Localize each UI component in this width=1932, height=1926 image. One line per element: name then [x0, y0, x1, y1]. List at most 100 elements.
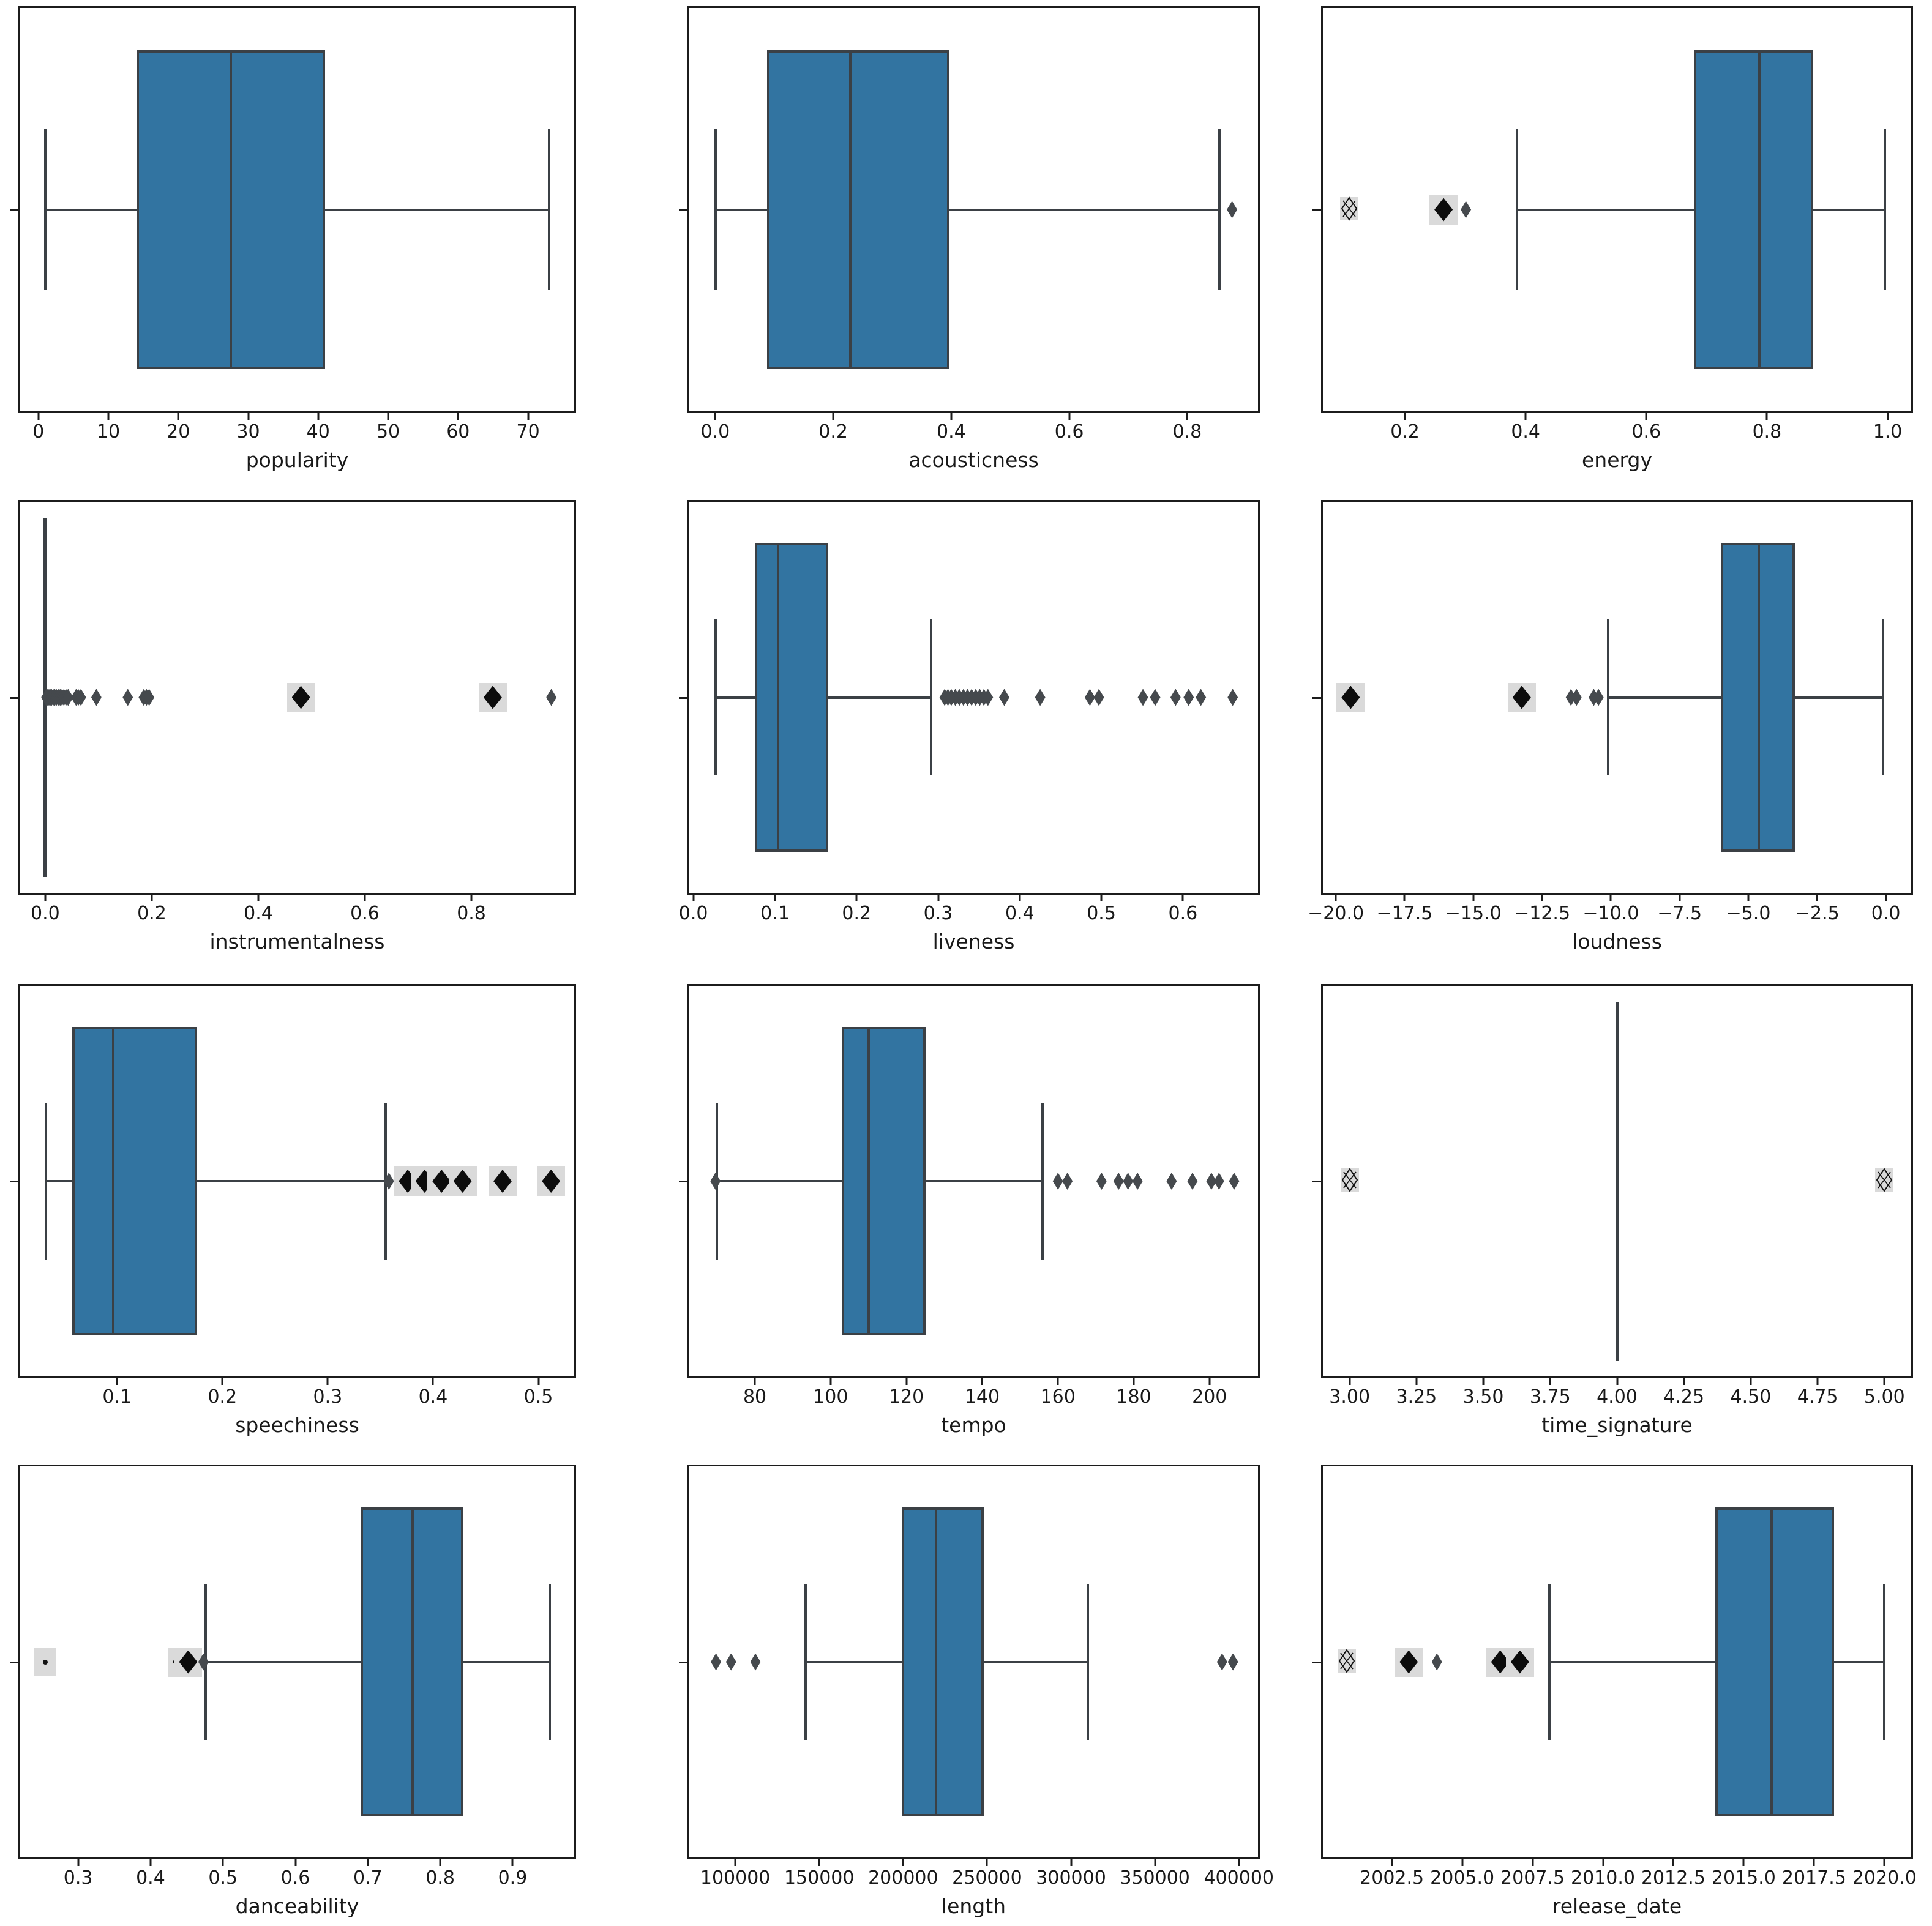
whisker-cap-high: [1883, 1583, 1886, 1741]
x-tick-label: 180: [1116, 1386, 1151, 1408]
x-tick: [829, 1376, 832, 1385]
x-tick: [1883, 1376, 1885, 1385]
whisker-line-low: [716, 208, 768, 211]
x-axis-label: danceability: [235, 1894, 359, 1918]
x-tick-label: 200: [1192, 1386, 1227, 1408]
x-tick-label: 0.6: [280, 1867, 310, 1889]
x-tick-label: 2015.0: [1711, 1867, 1776, 1889]
outlier-diamond-icon: [1227, 1653, 1238, 1671]
x-tick-label: 0.2: [842, 903, 872, 924]
x-tick: [1616, 1376, 1618, 1385]
x-tick-label: 2017.5: [1781, 1867, 1846, 1889]
x-tick-label: 2020.0: [1852, 1867, 1917, 1889]
outlier-diamond-icon: [1093, 689, 1104, 706]
x-tick: [222, 1857, 224, 1866]
x-tick-label: 20: [167, 421, 190, 442]
x-tick-label: 0.4: [418, 1386, 448, 1408]
box-iqr: [767, 50, 949, 369]
y-tick: [679, 696, 687, 699]
x-tick-label: 0.6: [1054, 421, 1084, 442]
y-tick: [1312, 696, 1321, 699]
box-iqr: [842, 1026, 926, 1335]
x-tick-label: 400000: [1204, 1867, 1274, 1889]
x-tick-label: 0.8: [1752, 421, 1782, 442]
whisker-cap-high: [1881, 619, 1884, 776]
x-tick-label: 160: [1040, 1386, 1076, 1408]
x-tick: [1602, 1857, 1604, 1866]
x-axis-label: acousticness: [908, 448, 1039, 472]
x-tick-label: 0.4: [244, 903, 273, 924]
whisker-line-low: [806, 1660, 902, 1663]
outlier-diamond-icon: [1571, 689, 1582, 706]
x-tick-label: 40: [306, 421, 330, 442]
x-tick: [37, 411, 40, 420]
outlier-diamond-icon: [1227, 689, 1238, 706]
whisker-line-high: [983, 1660, 1088, 1663]
x-tick-label: −10.0: [1582, 903, 1639, 924]
whisker-cap-high: [547, 129, 550, 291]
x-tick: [1524, 411, 1527, 420]
outlier-diamond-icon: [1137, 689, 1148, 706]
x-tick: [1816, 1376, 1819, 1385]
median-line: [1770, 1507, 1773, 1816]
outlier-diamond-icon: [983, 689, 994, 706]
median-line: [411, 1507, 414, 1816]
x-tick-label: 300000: [1036, 1867, 1106, 1889]
outlier-diamond-icon: [725, 1653, 736, 1671]
x-tick-label: 140: [964, 1386, 1000, 1408]
whisker-cap-low: [714, 619, 717, 776]
x-tick-label: 2010.0: [1571, 1867, 1635, 1889]
x-tick: [457, 411, 459, 420]
whisker-line-low: [1517, 208, 1694, 211]
x-tick: [537, 1376, 539, 1385]
x-tick: [1068, 411, 1071, 420]
whisker-cap-low: [804, 1583, 807, 1741]
whisker-cap-high: [548, 1583, 551, 1741]
whisker-line-low: [1549, 1660, 1716, 1663]
outlier-diamond-icon: [1170, 689, 1181, 706]
x-tick-label: 3.00: [1329, 1386, 1371, 1408]
x-tick-label: 0.6: [1631, 421, 1661, 442]
whisker-line-low: [45, 208, 137, 211]
median-line: [229, 50, 232, 369]
whisker-cap-high: [1086, 1583, 1089, 1741]
x-tick-label: 0.8: [425, 1867, 455, 1889]
outlier-cluster-marker-icon: [1340, 1166, 1360, 1196]
x-tick-label: 2005.0: [1430, 1867, 1495, 1889]
x-tick-label: 3.25: [1396, 1386, 1437, 1408]
x-tick-label: 4.50: [1730, 1386, 1772, 1408]
x-tick-label: −7.5: [1657, 903, 1702, 924]
outlier-diamond-icon: [1227, 201, 1238, 218]
whisker-cap-high: [1041, 1103, 1044, 1260]
x-tick: [326, 1376, 329, 1385]
x-tick: [1609, 893, 1612, 901]
x-tick-label: 2002.5: [1360, 1867, 1425, 1889]
x-tick-label: 0.4: [1511, 421, 1541, 442]
x-tick-label: 0.3: [923, 903, 953, 924]
x-tick-label: 0.0: [700, 421, 730, 442]
x-tick: [1541, 893, 1543, 901]
x-tick: [317, 411, 320, 420]
x-tick-label: 50: [376, 421, 400, 442]
outlier-diamond-icon: [62, 689, 73, 706]
x-tick-label: −17.5: [1376, 903, 1433, 924]
x-tick: [221, 1376, 223, 1385]
x-tick: [1181, 893, 1184, 901]
x-axis-label: tempo: [941, 1413, 1006, 1437]
x-tick-label: 60: [446, 421, 470, 442]
x-tick-label: 0.2: [208, 1386, 238, 1408]
outlier-diamond-icon: [546, 689, 557, 706]
x-tick: [1742, 1857, 1745, 1866]
x-tick-label: 2012.5: [1641, 1867, 1705, 1889]
